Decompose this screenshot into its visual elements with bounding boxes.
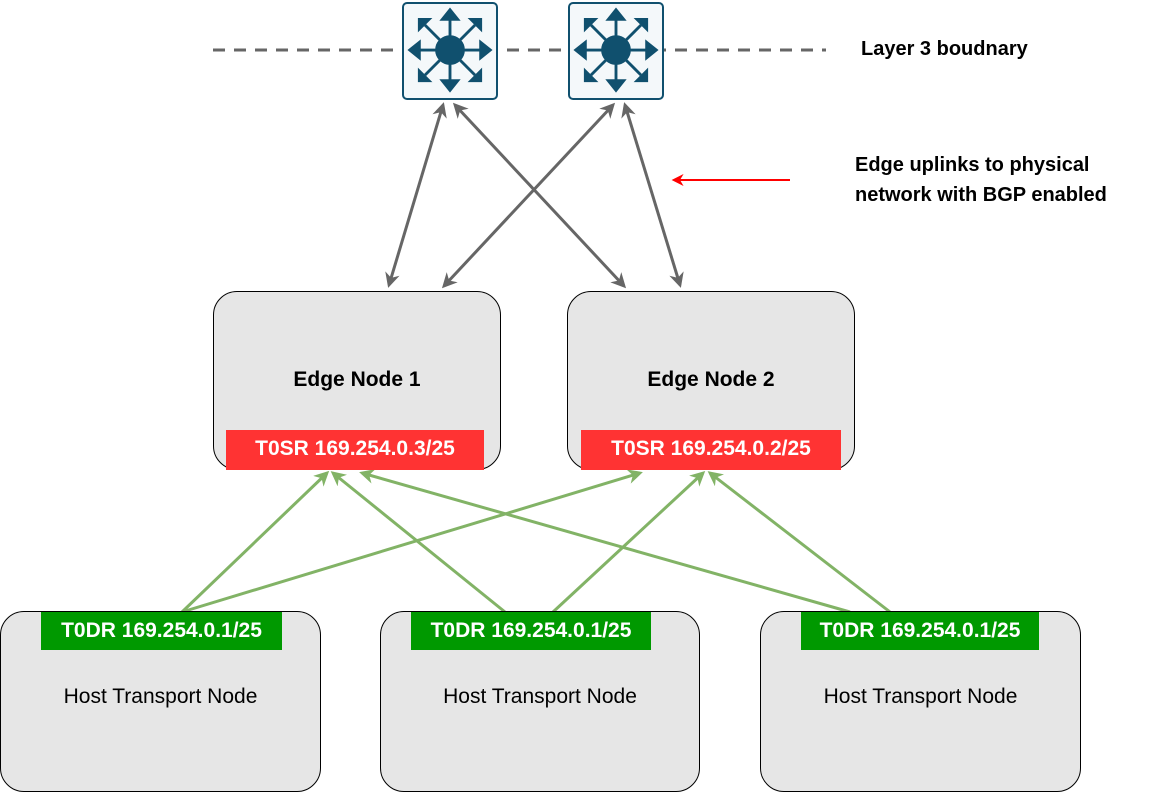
uplink-arrow xyxy=(452,102,627,289)
edge-node-title: Edge Node 1 xyxy=(293,368,421,391)
edge-node-title: Edge Node 2 xyxy=(647,368,775,391)
layer3-switch-icon xyxy=(407,7,493,93)
edge-node-1: Edge Node 1 T0SR 169.254.0.3/25 xyxy=(213,291,501,470)
dr-to-sr-arrow xyxy=(330,471,506,614)
host-transport-node-3: T0DR 169.254.0.1/25 Host Transport Node xyxy=(760,611,1081,792)
host-node-title: Host Transport Node xyxy=(63,685,258,708)
uplink-arrow xyxy=(621,102,684,288)
host-node-title: Host Transport Node xyxy=(823,685,1018,708)
layer3-boundary-label: Layer 3 boudnary xyxy=(861,38,1028,60)
t0dr-tag: T0DR 169.254.0.1/25 xyxy=(411,612,651,650)
layer3-switch-2 xyxy=(568,2,664,100)
dr-to-sr-arrow xyxy=(551,470,706,614)
uplink-annotation-line2: network with BGP enabled xyxy=(855,184,1107,206)
dr-to-sr-arrow xyxy=(181,469,643,614)
layer3-switch-1 xyxy=(402,2,498,100)
host-node-title: Host Transport Node xyxy=(443,685,637,708)
dr-to-sr-arrow xyxy=(707,471,891,614)
dr-to-sr-arrow xyxy=(180,470,330,614)
host-transport-node-1: T0DR 169.254.0.1/25 Host Transport Node xyxy=(0,611,321,792)
dr-to-sr-arrow xyxy=(359,469,851,614)
t0dr-tag: T0DR 169.254.0.1/25 xyxy=(801,612,1039,650)
uplink-annotation-line1: Edge uplinks to physical xyxy=(855,154,1090,176)
uplink-arrow xyxy=(385,102,447,288)
t0sr-tag: T0SR 169.254.0.3/25 xyxy=(226,430,484,470)
host-transport-node-2: T0DR 169.254.0.1/25 Host Transport Node xyxy=(380,611,700,792)
t0sr-tag: T0SR 169.254.0.2/25 xyxy=(581,430,841,470)
uplink-arrow xyxy=(441,102,616,289)
edge-node-2: Edge Node 2 T0SR 169.254.0.2/25 xyxy=(567,291,855,470)
t0dr-tag: T0DR 169.254.0.1/25 xyxy=(41,612,282,650)
layer3-switch-icon xyxy=(573,7,659,93)
